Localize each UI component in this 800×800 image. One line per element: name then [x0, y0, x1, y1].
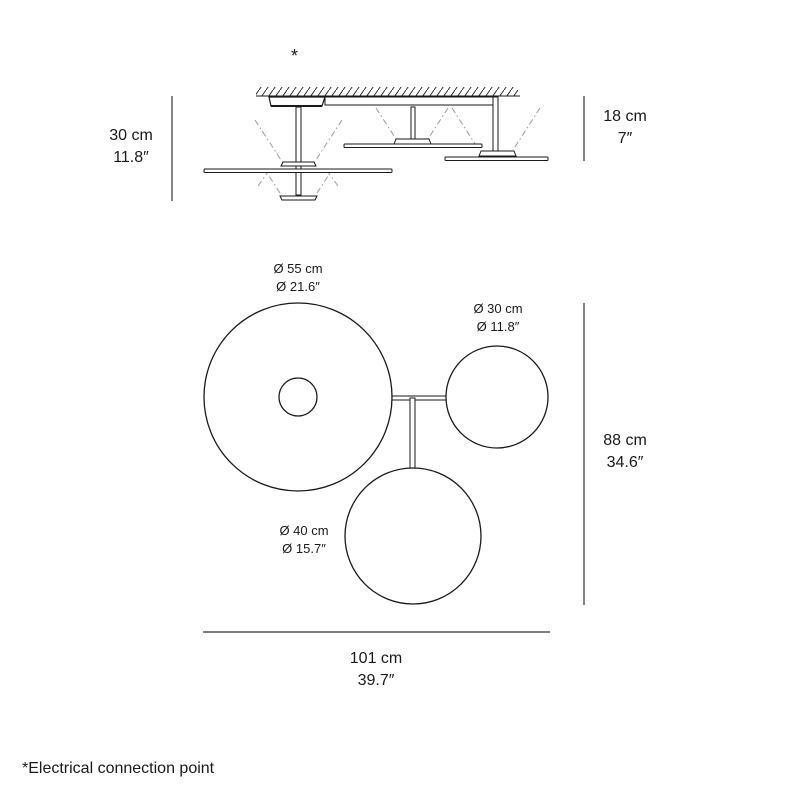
disc-small-outline [445, 345, 549, 449]
height-total-cm: 30 cm [109, 127, 153, 144]
width-in: 39.7″ [357, 672, 395, 689]
top-arm-vertical [409, 397, 416, 469]
height-right-cm: 18 cm [603, 108, 647, 125]
disc-medium-outline [344, 467, 482, 605]
middle-stem [410, 106, 416, 140]
disc-large-cm: Ø 55 cm [273, 261, 323, 276]
left-diffuser-top [280, 161, 317, 167]
disc-large-in: Ø 21.6″ [276, 279, 320, 294]
ceiling-canopy [268, 96, 326, 107]
side-view [171, 87, 585, 201]
footnote: *Electrical connection point [22, 760, 215, 777]
width-label: 101 cm 39.7″ [336, 648, 416, 692]
ceiling-hatch [256, 87, 518, 96]
height-total-label: 30 cm 11.8″ [96, 125, 166, 169]
horizontal-arm [324, 96, 496, 106]
top-view [203, 302, 585, 633]
disc-small-label: Ø 30 cm Ø 11.8″ [458, 300, 538, 336]
depth-in: 34.6″ [606, 454, 644, 471]
disc-medium-label: Ø 40 cm Ø 15.7″ [264, 522, 344, 558]
disc-large-label: Ø 55 cm Ø 21.6″ [258, 260, 338, 296]
height-right-in: 7″ [617, 130, 633, 147]
width-cm: 101 cm [349, 650, 403, 667]
left-stem [295, 106, 302, 196]
depth-label: 88 cm 34.6″ [590, 430, 660, 474]
top-arm-horizontal [390, 395, 448, 401]
middle-diffuser [393, 138, 432, 145]
right-disc [444, 156, 549, 161]
depth-cm: 88 cm [603, 432, 647, 449]
left-diffuser-bottom [279, 195, 318, 201]
canopy-outline [278, 377, 318, 417]
right-diffuser [478, 150, 517, 157]
disc-small-in: Ø 11.8″ [476, 319, 520, 334]
disc-medium-in: Ø 15.7″ [282, 541, 326, 556]
disc-small-cm: Ø 30 cm [473, 301, 523, 316]
disc-medium-cm: Ø 40 cm [279, 523, 329, 538]
connection-marker: * [291, 46, 299, 66]
left-disc [203, 168, 393, 173]
height-right-label: 18 cm 7″ [590, 106, 660, 150]
right-rod [492, 96, 499, 152]
height-total-in: 11.8″ [113, 149, 149, 166]
middle-disc [343, 143, 483, 148]
light-cones [254, 107, 541, 194]
